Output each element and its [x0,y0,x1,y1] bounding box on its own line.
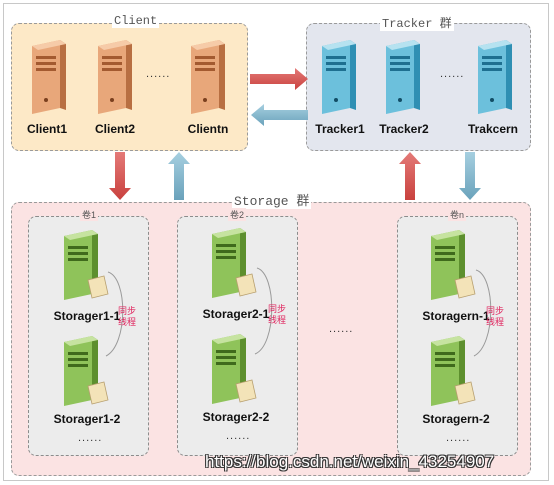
trackern-label: Trakcern [467,122,519,136]
sync-thread-label-2: 同步 线程 [266,304,288,326]
tracker-to-storage-arrow [459,152,481,200]
sync-text-line2: 线程 [267,315,286,325]
storager1-2-label: Storager1-2 [53,412,121,426]
sync-thread-label-1: 同步 线程 [116,306,138,328]
volume-n-more: ...... [446,432,471,444]
storage-to-client-arrow [168,152,190,200]
storager2-1-label: Storager2-1 [202,307,270,321]
sync-text-line1: 同步 [485,306,504,316]
sync-text-line2: 线程 [485,317,504,327]
tracker2-label: Tracker2 [379,122,429,136]
client-to-tracker-arrow [250,68,308,90]
storagern-2-label: Storagern-2 [422,412,490,426]
storager2-2-label: Storager2-2 [202,410,270,424]
storager1-1-label: Storager1-1 [53,309,121,323]
green-server-icon [212,228,257,298]
green-server-icon [64,230,109,300]
green-server-icon [64,336,109,406]
volume-n-box [397,216,518,456]
client2-label: Client2 [94,122,135,136]
orange-server-icon [32,40,66,114]
volume-2-title: 卷2 [228,208,247,221]
client-group-title: Client [112,14,160,28]
orange-server-icon [191,40,225,114]
sync-curve-1 [105,271,124,357]
clientn-label: Clientn [187,122,229,136]
volume-1-more: ...... [78,432,103,444]
tracker1-label: Tracker1 [315,122,365,136]
storage-to-tracker-arrow [399,152,421,200]
green-server-icon [431,230,476,300]
green-server-icon [431,336,476,406]
tracker-to-client-arrow [251,104,308,126]
green-server-icon [212,334,257,404]
watermark-url: https://blog.csdn.net/weixin_43254907 [205,452,495,471]
sync-thread-label-n: 同步 线程 [484,306,506,328]
orange-server-icon [98,40,132,114]
client-ellipsis: ...... [146,68,171,80]
blue-server-icon [478,40,512,114]
tracker-group-title: Tracker 群 [380,14,454,31]
volume-2-more: ...... [226,430,251,442]
storage-ellipsis: ...... [329,323,354,335]
sync-curve-n [473,269,492,357]
client-to-storage-arrow [109,152,131,200]
storagern-1-label: Storagern-1 [422,309,490,323]
sync-text-line1: 同步 [267,304,286,314]
volume-1-title: 卷1 [80,208,99,221]
figure-frame [3,3,549,481]
volume-n-title: 卷n [448,208,467,221]
sync-text-line1: 同步 [117,306,136,316]
tracker-ellipsis: ...... [440,68,465,80]
client1-label: Client1 [26,122,67,136]
storage-group-title: Storage 群 [232,190,312,209]
sync-text-line2: 线程 [117,317,136,327]
sync-curve-2 [254,267,273,355]
blue-server-icon [322,40,356,114]
blue-server-icon [386,40,420,114]
